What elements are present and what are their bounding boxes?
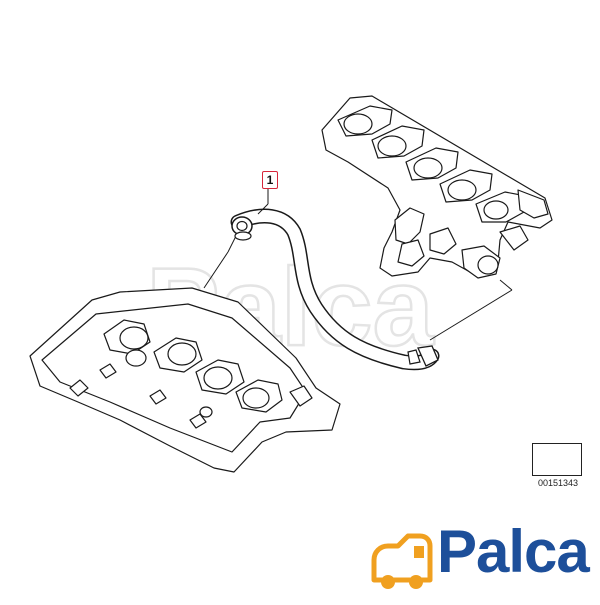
part-callout-1: 1 bbox=[262, 171, 278, 189]
car-logo-icon bbox=[371, 533, 433, 589]
breather-hose bbox=[230, 208, 440, 371]
cylinder-head-cover bbox=[29, 287, 341, 473]
brand-name-text: Palca bbox=[437, 518, 590, 585]
brand-name: Palca bbox=[437, 516, 590, 588]
reference-number: 00151343 bbox=[537, 478, 579, 488]
reference-box bbox=[532, 443, 582, 476]
intake-manifold bbox=[321, 95, 553, 279]
